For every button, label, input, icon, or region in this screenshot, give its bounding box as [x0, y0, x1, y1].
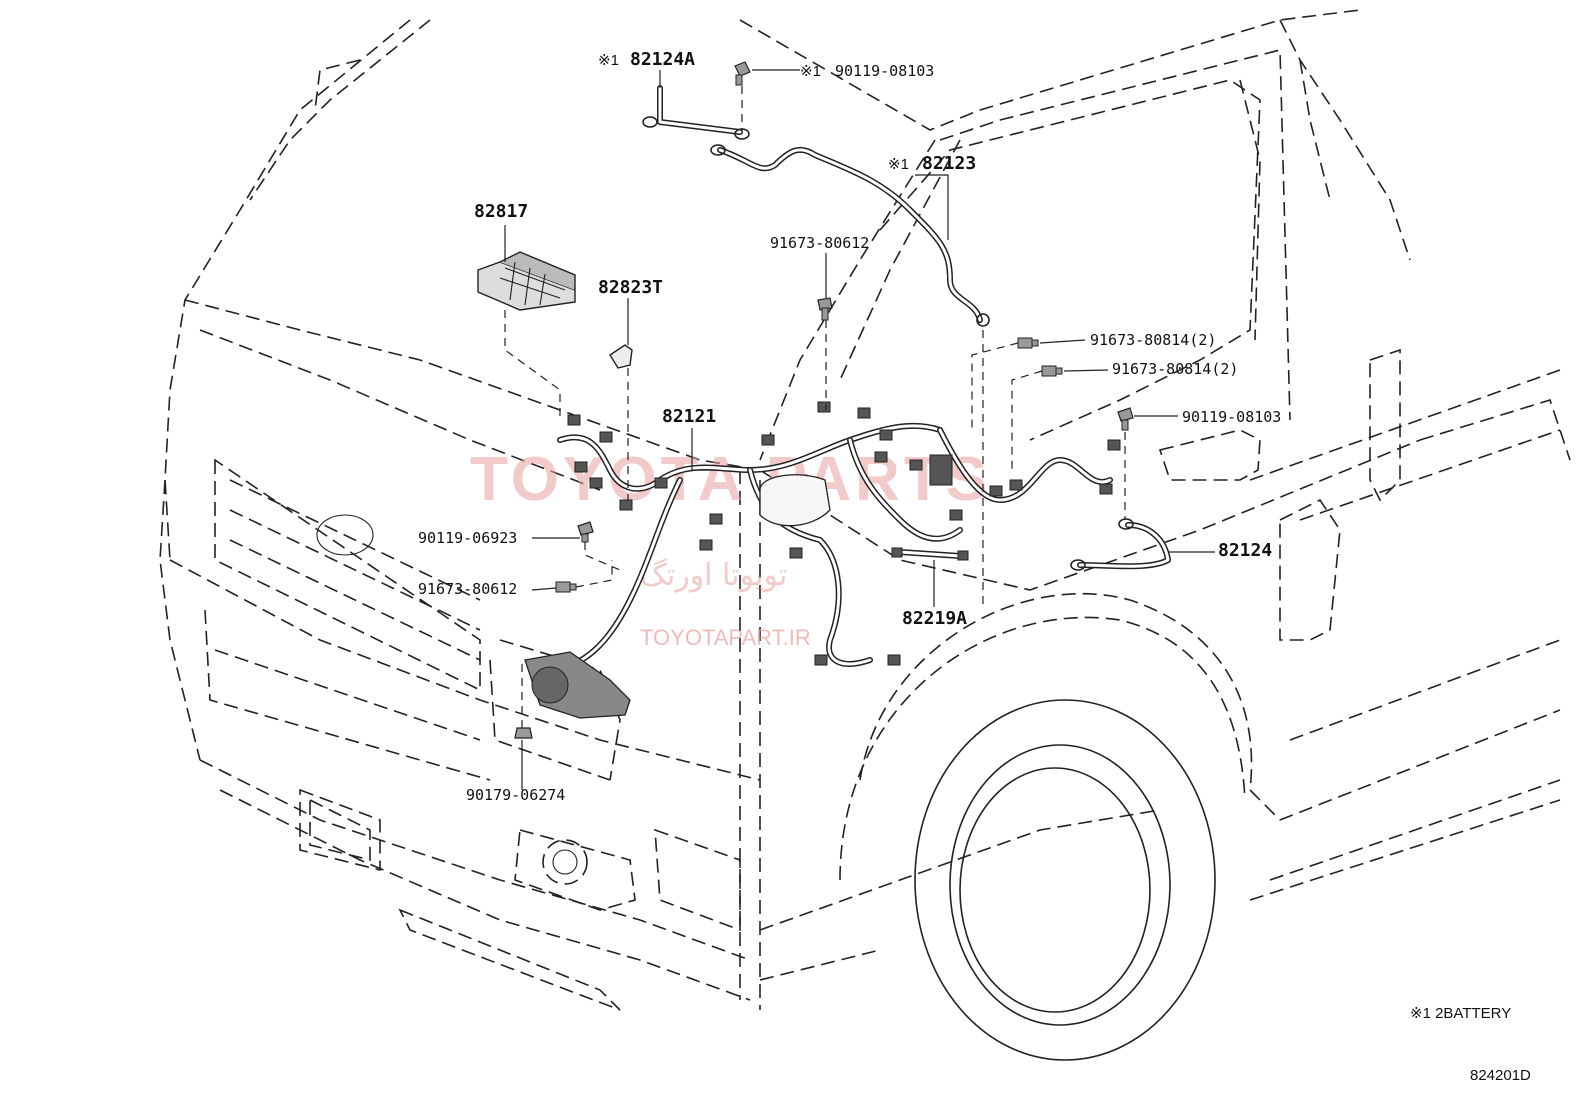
label-91673-80612-left: 91673-80612	[418, 580, 517, 598]
relay-block-82817	[477, 251, 576, 311]
label-82823T: 82823T	[598, 277, 663, 298]
battery-mark-90119-08103-top: ※1	[800, 63, 821, 80]
watermark-url-text: TOYOTAPART.IR	[640, 625, 811, 650]
battery-note: ※1 2BATTERY	[1410, 1005, 1511, 1022]
terminal-82823T	[609, 344, 633, 369]
cable-82123	[710, 144, 990, 327]
bolt-91673-80612-top	[817, 297, 833, 321]
label-82817: 82817	[474, 201, 528, 222]
bolt-91673-80612-left	[555, 581, 577, 593]
watermark: TOYOTA PARTS تویوتا اورتگ TOYOTAPART.IR	[470, 445, 991, 650]
front-wheel	[914, 699, 1216, 1061]
label-90119-08103-top: 90119-08103	[835, 62, 934, 80]
label-82124: 82124	[1218, 540, 1272, 561]
diagram-code: 824201D	[1470, 1067, 1531, 1084]
label-90179-06274: 90179-06274	[466, 786, 565, 804]
label-91673-80814-b: 91673-80814(2)	[1112, 360, 1238, 378]
battery-mark-82123: ※1	[888, 156, 909, 173]
watermark-brand-text: TOYOTA PARTS	[470, 445, 991, 514]
bolt-90119-06923	[577, 521, 594, 543]
footer: ※1 2BATTERY 824201D	[1410, 1005, 1531, 1084]
clip-90179-06274	[514, 727, 533, 739]
bolt-91673-80814-a	[1017, 337, 1039, 349]
label-82124A: 82124A	[630, 49, 695, 70]
label-82123: 82123	[922, 153, 976, 174]
cable-82124	[1070, 518, 1171, 571]
battery-mark-82124A: ※1	[598, 52, 619, 69]
label-82219A: 82219A	[902, 608, 967, 629]
label-91673-80612-top: 91673-80612	[770, 234, 869, 252]
bolt-90119-08103-right	[1117, 407, 1134, 431]
wire-82219A	[891, 547, 969, 561]
bolt-top	[734, 61, 751, 86]
cable-82124A	[642, 85, 750, 140]
watermark-persian-text: تویوتا اورتگ	[640, 558, 787, 593]
vehicle-body-outline	[159, 9, 1571, 1011]
bolt-91673-80814-b	[1041, 365, 1063, 377]
part-labels: ※1 82124A ※1 90119-08103 ※1 82123 82817 …	[418, 49, 1281, 804]
label-90119-06923: 90119-06923	[418, 529, 517, 547]
leader-lines	[504, 69, 1215, 790]
label-82121: 82121	[662, 406, 716, 427]
harness-82121	[524, 401, 1121, 719]
label-91673-80814-a: 91673-80814(2)	[1090, 331, 1216, 349]
label-90119-08103-right: 90119-08103	[1182, 408, 1281, 426]
